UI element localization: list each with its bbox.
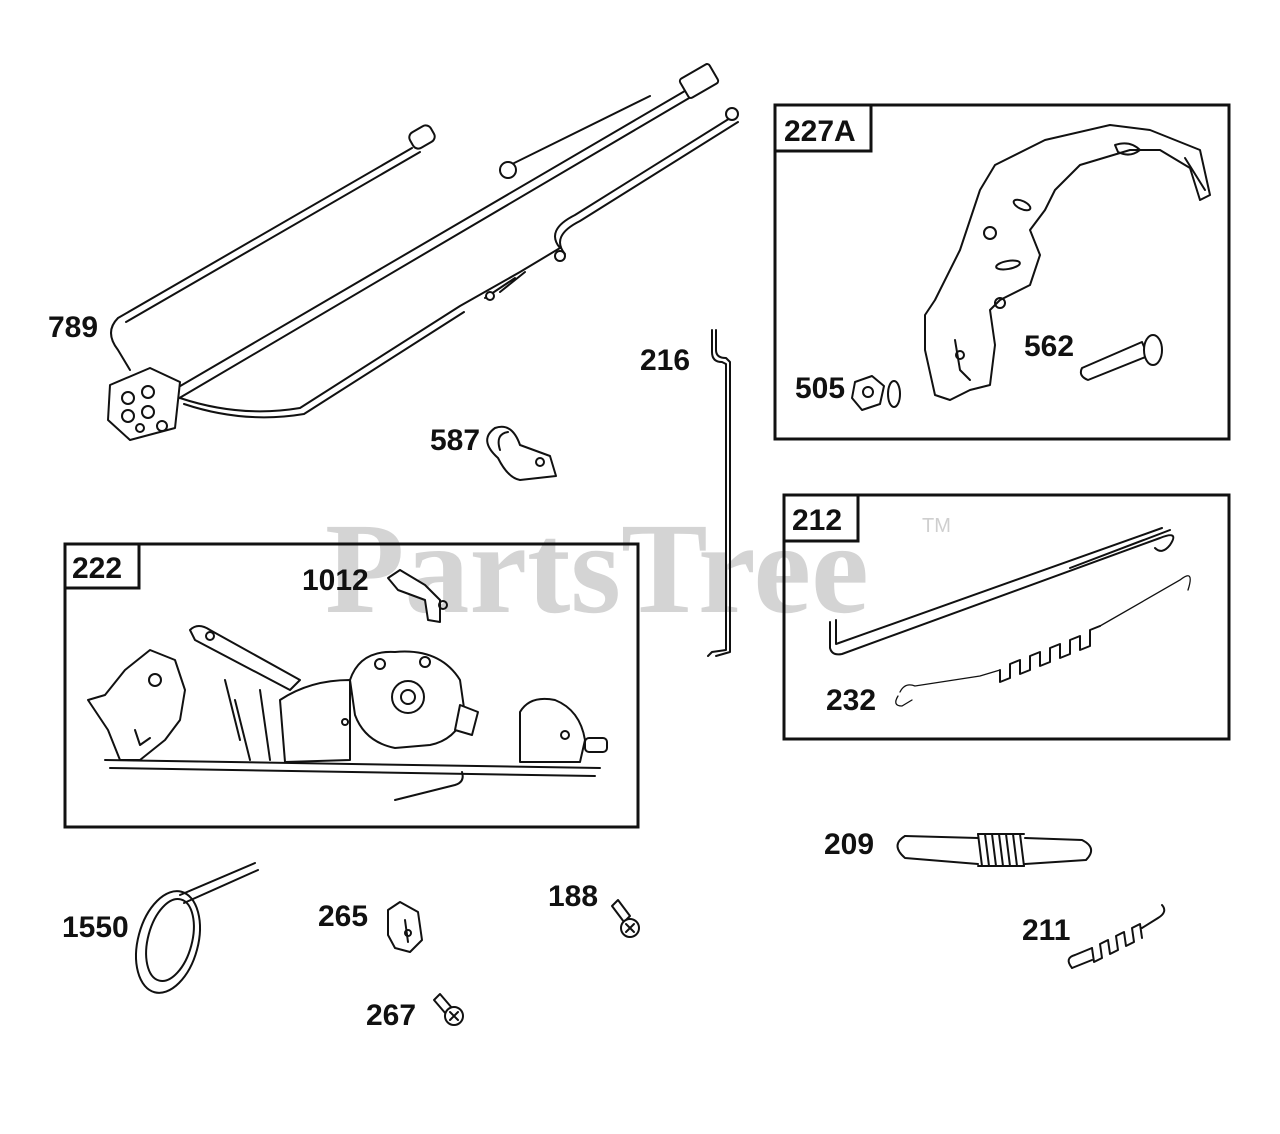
part-505-nut[interactable] [851,375,901,411]
part-212-rod[interactable] [829,527,1175,656]
part-1012-clip[interactable] [387,569,448,623]
box-212-label-bg [782,493,860,543]
label-216[interactable]: 216 [640,344,690,377]
label-505[interactable]: 505 [795,372,845,405]
part-232-spring[interactable] [895,575,1191,707]
watermark-tm: TM [922,515,951,537]
label-209[interactable]: 209 [824,828,874,861]
label-562[interactable]: 562 [1024,330,1074,363]
label-188[interactable]: 188 [548,880,598,913]
label-267[interactable]: 267 [366,999,416,1032]
part-209-spring[interactable] [896,833,1093,867]
part-587-clamp[interactable] [486,425,557,481]
watermark-text: PartsTree [325,497,869,641]
part-789-harness[interactable] [107,63,739,441]
label-1012[interactable]: 1012 [302,564,369,597]
label-1550[interactable]: 1550 [62,911,129,944]
label-265[interactable]: 265 [318,900,368,933]
label-227a[interactable]: 227A [784,115,856,148]
label-222[interactable]: 222 [72,552,122,585]
box-222-label-bg [63,542,141,590]
part-265-clip[interactable] [387,901,423,953]
part-227a-bracket[interactable] [924,124,1211,401]
label-211[interactable]: 211 [1022,914,1070,947]
part-267-screw[interactable] [433,993,464,1026]
part-562-pin[interactable] [1079,334,1163,381]
part-211-spring[interactable] [1067,904,1166,969]
part-216-rod[interactable] [707,329,731,657]
part-188-screw[interactable] [611,899,640,938]
label-212[interactable]: 212 [792,504,842,537]
label-789[interactable]: 789 [48,311,98,344]
box-212 [782,493,1231,741]
label-587[interactable]: 587 [430,424,480,457]
box-222 [63,542,640,829]
box-227a [773,103,1231,441]
label-232[interactable]: 232 [826,684,876,717]
part-1550-spring-clip[interactable] [126,862,259,1000]
part-222-control-assembly[interactable] [87,625,608,801]
box-227a-label-bg [773,103,873,153]
